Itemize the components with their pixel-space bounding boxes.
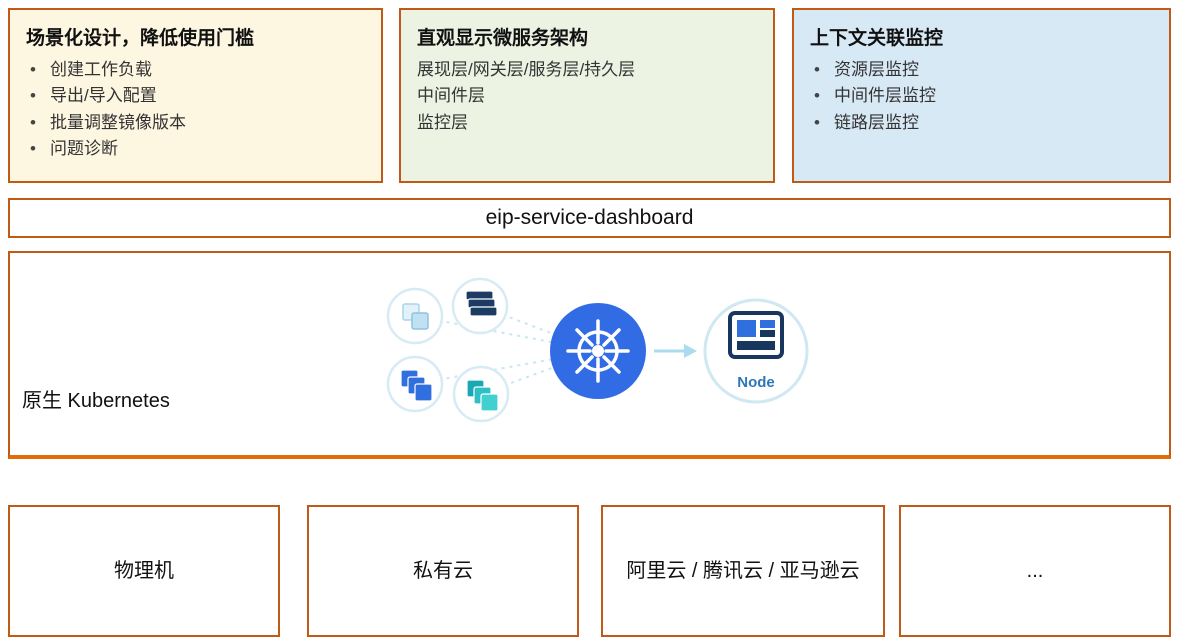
- infra-box-physical-machine: 物理机: [8, 505, 280, 637]
- feature-item: 资源层监控: [810, 57, 1153, 83]
- infra-label: 物理机: [114, 560, 174, 582]
- feature-box-title: 上下文关联监控: [810, 28, 944, 49]
- feature-box-microservice-architecture: 直观显示微服务架构 展现层/网关层/服务层/持久层 中间件层 监控层: [399, 8, 775, 183]
- stack-icon-dark: [451, 277, 509, 335]
- feature-list: 展现层/网关层/服务层/持久层 中间件层 监控层: [417, 57, 757, 136]
- infra-label: ...: [1026, 560, 1044, 582]
- stack-icon-blue: [386, 355, 444, 413]
- kubernetes-label: 原生 Kubernetes: [22, 390, 170, 412]
- feature-box-scenario-design: 场景化设计，降低使用门槛 创建工作负载 导出/导入配置 批量调整镜像版本 问题诊…: [8, 8, 383, 183]
- infra-label: 私有云: [413, 560, 473, 582]
- stack-icon-teal: [452, 365, 510, 423]
- workload-icon-light-blue: [386, 287, 444, 345]
- kubernetes-wheel-icon: [550, 303, 646, 399]
- feature-box-title: 场景化设计，降低使用门槛: [26, 28, 255, 49]
- feature-list: 资源层监控 中间件层监控 链路层监控: [810, 57, 1153, 136]
- kubernetes-cluster-illustration: Node: [386, 277, 809, 423]
- feature-item: 监控层: [417, 112, 468, 132]
- feature-item: 展现层/网关层/服务层/持久层: [417, 60, 636, 79]
- infra-box-public-clouds: 阿里云 / 腾讯云 / 亚马逊云: [601, 505, 885, 637]
- feature-item: 导出/导入配置: [26, 83, 365, 109]
- arrow-right-icon: [654, 344, 697, 358]
- feature-item: 中间件层: [417, 86, 485, 106]
- feature-list: 创建工作负载 导出/导入配置 批量调整镜像版本 问题诊断: [26, 57, 365, 162]
- kubernetes-layer: 原生 Kubernetes: [8, 251, 1171, 459]
- feature-item: 创建工作负载: [26, 57, 365, 83]
- infra-label: 阿里云 / 腾讯云 / 亚马逊云: [626, 560, 860, 582]
- feature-item: 问题诊断: [26, 136, 365, 162]
- node-icon: Node: [703, 298, 809, 404]
- feature-item: 链路层监控: [810, 110, 1153, 136]
- feature-box-title: 直观显示微服务架构: [417, 28, 589, 49]
- dashboard-label: eip-service-dashboard: [485, 206, 694, 229]
- infra-box-others: ...: [899, 505, 1171, 637]
- feature-box-context-monitoring: 上下文关联监控 资源层监控 中间件层监控 链路层监控: [792, 8, 1171, 183]
- node-label: Node: [737, 374, 775, 391]
- infra-box-private-cloud: 私有云: [307, 505, 579, 637]
- feature-item: 批量调整镜像版本: [26, 110, 365, 136]
- dashboard-layer: eip-service-dashboard: [8, 198, 1171, 238]
- feature-item: 中间件层监控: [810, 83, 1153, 109]
